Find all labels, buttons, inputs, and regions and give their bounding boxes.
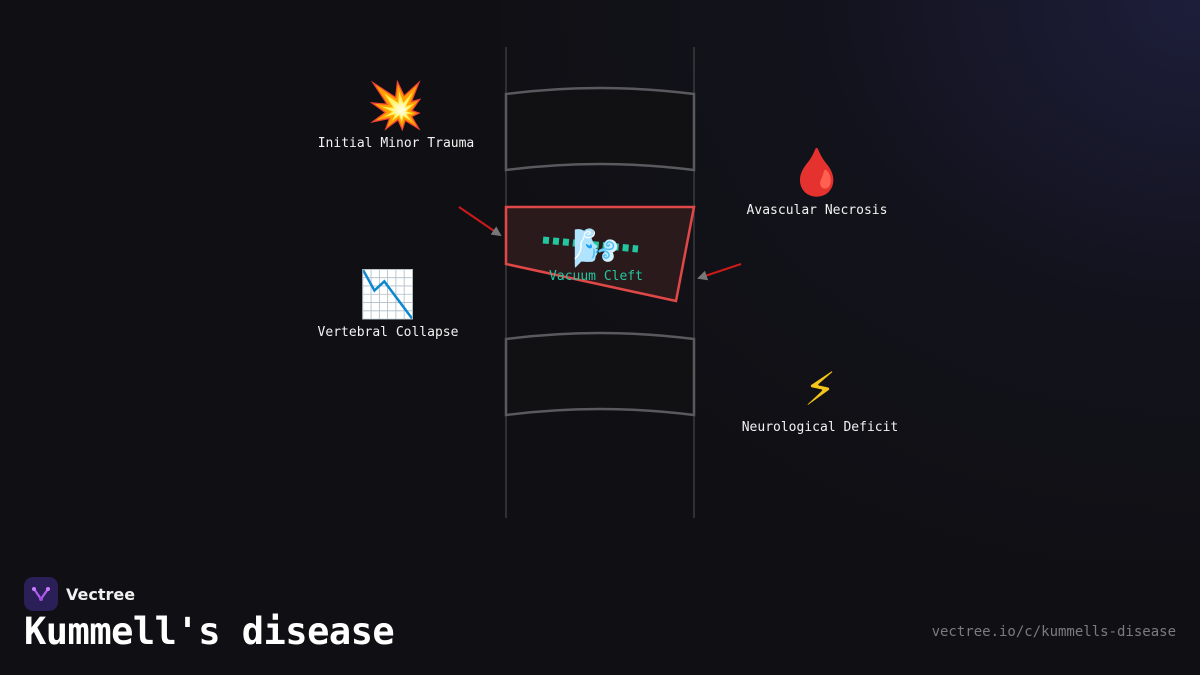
vacuum-cleft-line: [542, 236, 639, 253]
page-title: Kummell's disease: [24, 610, 395, 653]
node-vertebral-collapse: 📉 Vertebral Collapse: [318, 271, 459, 340]
neurological-deficit-label: Neurological Deficit: [741, 420, 899, 435]
lower-vertebra: [504, 331, 696, 417]
node-avascular-necrosis: 🩸 Avascular Necrosis: [747, 149, 888, 218]
chart-decreasing-icon: 📉: [359, 267, 417, 321]
necrosis-arrow: [697, 263, 742, 281]
trauma-arrow: [458, 206, 502, 237]
collision-icon: 💥: [367, 78, 425, 132]
brand-name: Vectree: [66, 584, 136, 604]
source-url[interactable]: vectree.io/c/kummells-disease: [931, 624, 1176, 640]
droplet-icon: 🩸: [788, 145, 846, 199]
brand[interactable]: Vectree: [24, 577, 135, 611]
vacuum-cleft-label: Vacuum Cleft: [549, 269, 643, 284]
vectree-logo-icon: [24, 577, 58, 611]
node-initial-minor-trauma: 💥 Initial Minor Trauma: [318, 82, 475, 151]
lightning-icon: ⚡: [803, 362, 837, 416]
collapsed-vertebra: [504, 205, 696, 303]
node-neurological-deficit: ⚡ Neurological Deficit: [742, 366, 899, 435]
upper-vertebra: [504, 86, 696, 172]
initial-minor-trauma-label: Initial Minor Trauma: [317, 136, 475, 151]
vertebral-collapse-label: Vertebral Collapse: [317, 325, 459, 340]
node-vacuum-cleft: 🌬️ Vacuum Cleft: [549, 229, 643, 284]
avascular-necrosis-label: Avascular Necrosis: [746, 203, 888, 218]
spine-diagram: [458, 47, 742, 518]
wind-icon: 🌬️: [572, 226, 620, 270]
